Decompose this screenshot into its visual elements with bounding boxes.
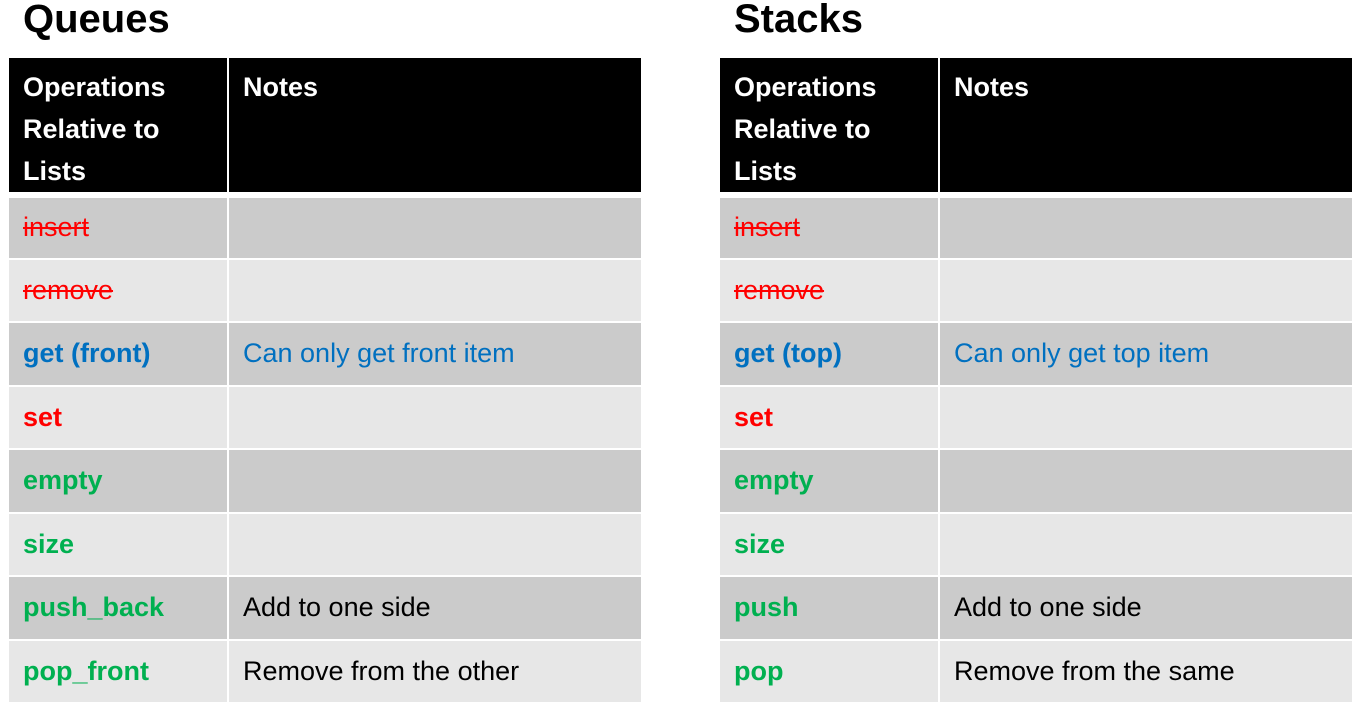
notes-cell [939,512,1352,577]
notes-cell: Remove from the other [228,639,641,704]
operation-cell: insert [9,195,229,260]
table-row: empty [9,449,641,514]
header-notes: Notes [939,58,1352,198]
operation-cell: insert [720,195,940,260]
table-row: insert [9,195,641,260]
operation-cell: get (top) [720,322,940,387]
notes-cell: Can only get front item [228,322,641,387]
operation-cell: remove [720,258,940,323]
operation-cell: push [720,576,940,641]
notes-cell [228,258,641,323]
notes-cell [228,512,641,577]
notes-cell: Add to one side [939,576,1352,641]
table-row: get (front)Can only get front item [9,322,641,387]
header-notes: Notes [228,58,641,198]
notes-cell [939,449,1352,514]
table-row: size [9,512,641,577]
notes-cell [939,385,1352,450]
notes-cell [939,258,1352,323]
operation-cell: push_back [9,576,229,641]
table-row: remove [9,258,641,323]
queues-title: Queues [23,0,170,41]
operation-cell: pop [720,639,940,704]
operation-cell: empty [720,449,940,514]
table-row: remove [720,258,1352,323]
operation-cell: set [9,385,229,450]
stacks-title: Stacks [734,0,863,41]
notes-cell: Can only get top item [939,322,1352,387]
operation-cell: remove [9,258,229,323]
table-row: insert [720,195,1352,260]
table-row: set [9,385,641,450]
notes-cell [939,195,1352,260]
notes-cell: Remove from the same [939,639,1352,704]
table-row: size [720,512,1352,577]
operation-cell: set [720,385,940,450]
operation-cell: size [9,512,229,577]
operation-cell: empty [9,449,229,514]
notes-cell: Add to one side [228,576,641,641]
operation-cell: size [720,512,940,577]
notes-cell [228,449,641,514]
notes-cell [228,195,641,260]
table-row: get (top)Can only get top item [720,322,1352,387]
table-row: empty [720,449,1352,514]
table-row: set [720,385,1352,450]
notes-cell [228,385,641,450]
operation-cell: pop_front [9,639,229,704]
operation-cell: get (front) [9,322,229,387]
